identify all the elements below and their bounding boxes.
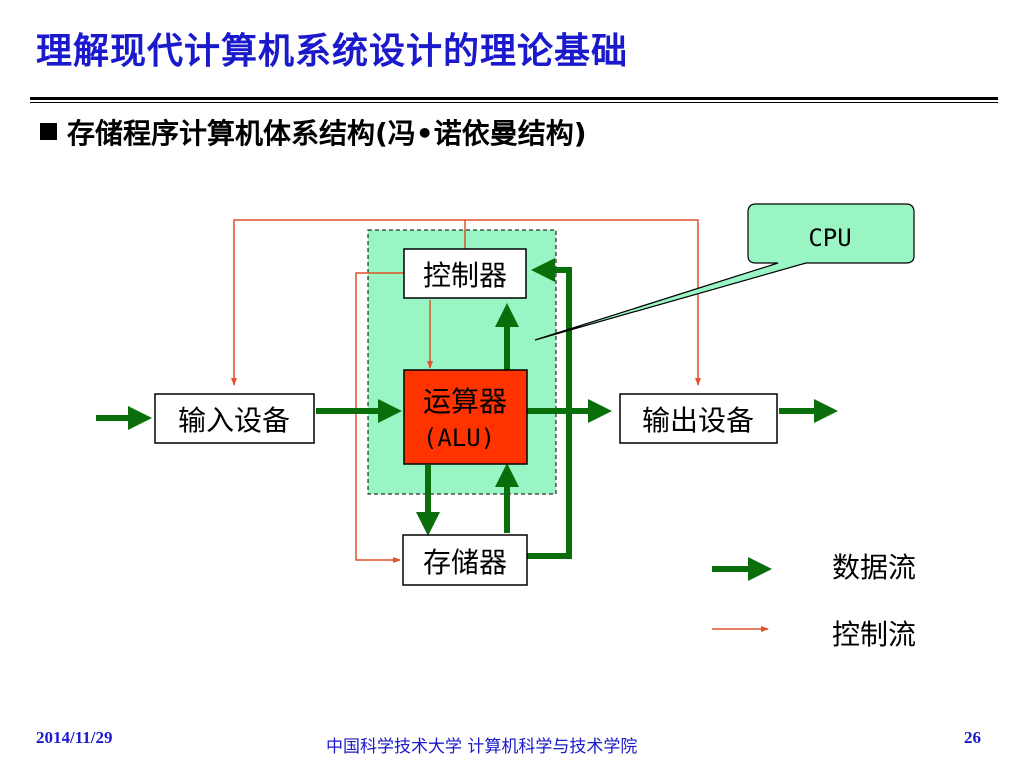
bullet-text: 存储程序计算机体系结构(冯•诺依曼结构) bbox=[67, 117, 587, 150]
slide-title: 理解现代计算机系统设计的理论基础 bbox=[36, 31, 629, 72]
controller-label: 控制器 bbox=[423, 259, 507, 292]
alu-box bbox=[403, 369, 528, 465]
input-device-label: 输入设备 bbox=[178, 404, 290, 437]
cpu-callout-label: CPU bbox=[808, 224, 851, 252]
legend-data-flow-label: 数据流 bbox=[832, 551, 916, 584]
alu-sublabel: (ALU) bbox=[423, 424, 495, 452]
controller-box bbox=[403, 248, 527, 299]
page-number: 26 bbox=[964, 728, 981, 747]
footer-institution: 中国科学技术大学 计算机科学与技术学院 bbox=[326, 737, 638, 757]
memory-label: 存储器 bbox=[423, 546, 507, 579]
cpu-callout bbox=[534, 203, 915, 341]
control-flow-lines bbox=[231, 219, 701, 563]
output-device-label: 输出设备 bbox=[642, 404, 754, 437]
legend-control-flow-label: 控制流 bbox=[832, 618, 916, 651]
data-flow-lines bbox=[96, 258, 838, 559]
bullet-point: 存储程序计算机体系结构(冯•诺依曼结构) bbox=[40, 112, 587, 152]
title-divider bbox=[30, 97, 998, 100]
memory-box bbox=[402, 534, 528, 586]
square-bullet-icon bbox=[40, 123, 57, 140]
footer-date: 2014/11/29 bbox=[36, 728, 113, 747]
input-device-box bbox=[154, 393, 315, 444]
alu-label: 运算器 bbox=[423, 385, 507, 418]
title-divider-thin bbox=[30, 102, 998, 103]
output-device-box bbox=[619, 393, 778, 444]
legend: 数据流 控制流 bbox=[712, 551, 916, 651]
